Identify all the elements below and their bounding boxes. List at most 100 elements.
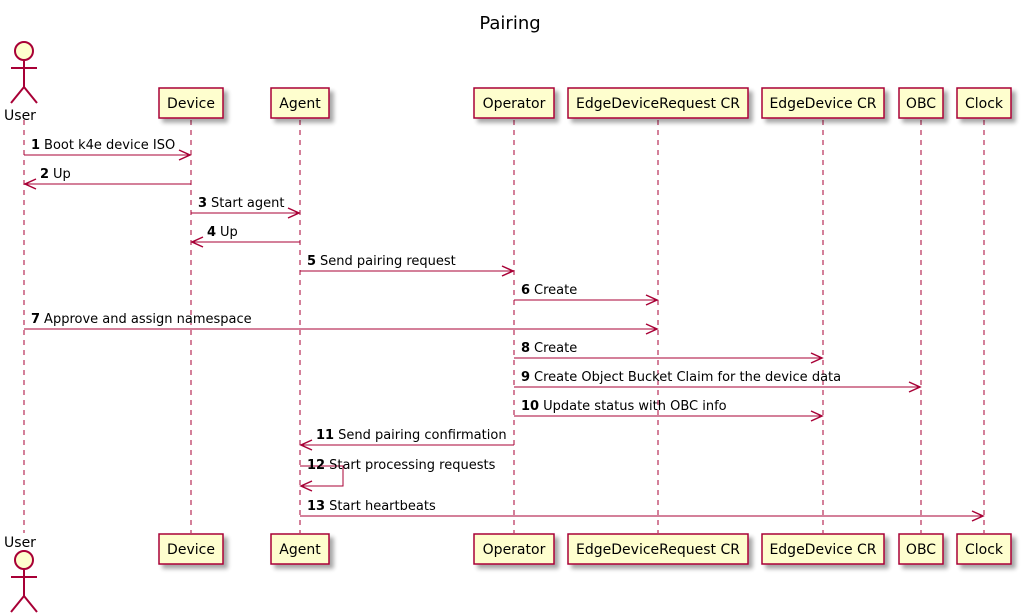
- participant-label: Agent: [279, 542, 321, 558]
- arrowhead: [810, 352, 824, 364]
- participant-box: [158, 87, 224, 119]
- participant-box: [956, 87, 1012, 119]
- participant-box: [473, 533, 555, 565]
- participant-label: Operator: [483, 96, 546, 112]
- message-2: 2 Up: [23, 167, 191, 190]
- message-12: 12 Start processing requests: [299, 458, 496, 492]
- message-1: 1 Boot k4e device ISO: [24, 138, 192, 161]
- participant-box: [270, 87, 330, 119]
- message-arrow: [300, 465, 344, 487]
- participant-box: [761, 533, 885, 565]
- message-label: 9 Create Object Bucket Claim for the devi…: [521, 370, 841, 385]
- arrowhead: [908, 381, 922, 393]
- message-text: Send pairing request: [320, 254, 456, 269]
- participant-box: [158, 533, 224, 565]
- participant-operator: Operator: [473, 533, 555, 565]
- message-number: 2: [40, 167, 49, 182]
- participant-box: [898, 533, 944, 565]
- message-number: 10: [521, 399, 539, 414]
- message-9: 9 Create Object Bucket Claim for the devi…: [514, 370, 922, 393]
- participants-bottom: User Device Agent Operator EdgeDeviceRequest…: [4, 533, 1012, 613]
- participant-agent: Agent: [270, 87, 330, 119]
- message-label: 5 Send pairing request: [307, 254, 456, 269]
- participant-label: EdgeDevice CR: [769, 96, 876, 112]
- participant-label: OBC: [906, 542, 936, 558]
- actor-user: User: [4, 41, 38, 124]
- participant-label: Agent: [279, 96, 321, 112]
- message-label: 2 Up: [40, 167, 71, 182]
- message-text: Create Object Bucket Claim for the devic…: [534, 370, 841, 385]
- message-label: 10 Update status with OBC info: [521, 399, 727, 414]
- arrowhead: [971, 510, 985, 522]
- message-text: Boot k4e device ISO: [44, 138, 175, 153]
- arrowhead: [501, 265, 515, 277]
- arrowhead: [287, 207, 301, 219]
- actor-label: User: [4, 535, 36, 551]
- participant-box: [956, 533, 1012, 565]
- participant-box: [473, 87, 555, 119]
- message-text: Start heartbeats: [329, 499, 436, 514]
- arrowhead: [23, 178, 37, 190]
- participant-label: EdgeDevice CR: [769, 542, 876, 558]
- participant-label: Device: [167, 542, 215, 558]
- message-5: 5 Send pairing request: [300, 254, 515, 277]
- participant-label: OBC: [906, 96, 936, 112]
- message-number: 12: [307, 458, 325, 473]
- participant-box: [567, 533, 749, 565]
- arrowhead: [810, 410, 824, 422]
- message-text: Update status with OBC info: [543, 399, 727, 414]
- message-text: Send pairing confirmation: [338, 428, 506, 443]
- participant-label: Operator: [483, 542, 546, 558]
- participant-ed: EdgeDevice CR: [761, 533, 885, 565]
- message-13: 13 Start heartbeats: [300, 499, 985, 522]
- message-number: 13: [307, 499, 325, 514]
- participant-box: [898, 87, 944, 119]
- arrowhead: [178, 149, 192, 161]
- participant-device: Device: [158, 87, 224, 119]
- lifelines: [23, 120, 985, 533]
- message-label: 12 Start processing requests: [307, 458, 496, 473]
- arrowhead: [645, 294, 659, 306]
- participant-label: EdgeDeviceRequest CR: [576, 542, 740, 558]
- participant-label: Device: [167, 96, 215, 112]
- message-number: 1: [31, 138, 40, 153]
- message-text: Up: [220, 225, 238, 240]
- message-text: Up: [53, 167, 71, 182]
- message-text: Approve and assign namespace: [44, 312, 252, 327]
- participant-label: Clock: [965, 542, 1004, 558]
- participant-clock: Clock: [956, 533, 1012, 565]
- message-label: 13 Start heartbeats: [307, 499, 436, 514]
- actor-figure-icon: [10, 550, 38, 613]
- participant-obc: OBC: [898, 533, 944, 565]
- arrowhead: [190, 236, 204, 248]
- actor-user: User: [4, 535, 38, 613]
- actor-figure-icon: [10, 41, 38, 104]
- message-number: 5: [307, 254, 316, 269]
- message-text: Start agent: [211, 196, 284, 211]
- participants-top: User Device Agent Operator EdgeDeviceRequest…: [4, 41, 1012, 124]
- participant-edr: EdgeDeviceRequest CR: [567, 87, 749, 119]
- actor-label: User: [4, 108, 36, 124]
- message-text: Start processing requests: [329, 458, 495, 473]
- message-number: 9: [521, 370, 530, 385]
- participant-label: EdgeDeviceRequest CR: [576, 96, 740, 112]
- message-number: 6: [521, 283, 530, 298]
- arrowhead: [299, 439, 313, 451]
- message-10: 10 Update status with OBC info: [514, 399, 824, 422]
- participant-operator: Operator: [473, 87, 555, 119]
- participant-obc: OBC: [898, 87, 944, 119]
- arrowhead: [299, 480, 313, 492]
